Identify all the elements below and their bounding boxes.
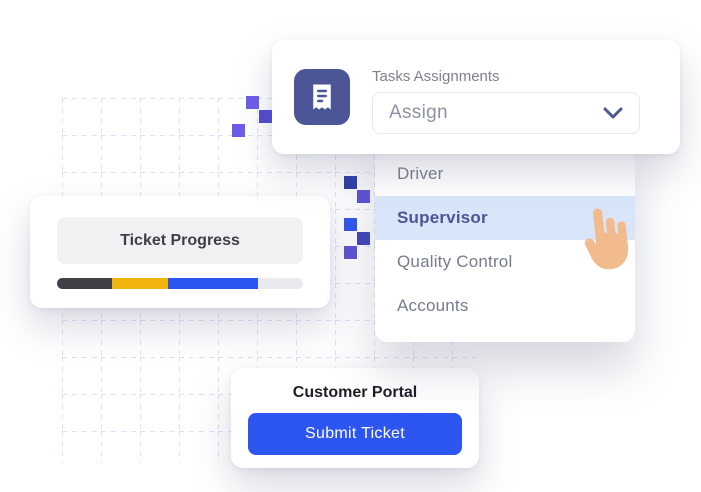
decor-square-3 xyxy=(344,176,357,189)
menu-item-driver[interactable]: Driver xyxy=(397,164,444,183)
hand-cursor-icon xyxy=(584,208,629,270)
receipt-ticket-icon xyxy=(313,84,331,110)
ticket-icon-box xyxy=(294,69,350,125)
menu-item-quality-control[interactable]: Quality Control xyxy=(397,252,513,271)
progress-segment-track xyxy=(258,278,303,289)
decor-square-0 xyxy=(246,96,259,109)
decor-square-1 xyxy=(259,110,272,123)
tasks-assignments-label: Tasks Assignments xyxy=(372,68,500,85)
assign-dropdown-value: Assign xyxy=(389,102,448,123)
ticket-progress-title: Ticket Progress xyxy=(57,217,303,264)
assign-dropdown[interactable]: Assign xyxy=(372,92,640,134)
ticket-progress-card: Ticket Progress xyxy=(30,196,330,308)
decor-square-7 xyxy=(344,246,357,259)
tasks-assignments-card: Tasks Assignments Assign xyxy=(272,40,680,154)
progress-segment-dark xyxy=(57,278,113,289)
ticket-progress-bar xyxy=(57,278,303,289)
decor-square-4 xyxy=(357,190,370,203)
chevron-down-icon xyxy=(603,107,623,119)
customer-portal-card: Customer Portal Submit Ticket xyxy=(231,368,479,468)
decor-square-2 xyxy=(232,124,245,137)
menu-item-accounts[interactable]: Accounts xyxy=(397,296,469,315)
decor-square-6 xyxy=(357,232,370,245)
menu-item-supervisor[interactable]: Supervisor xyxy=(375,196,635,240)
decor-square-5 xyxy=(344,218,357,231)
customer-portal-title: Customer Portal xyxy=(292,384,418,401)
progress-segment-yellow xyxy=(112,278,169,289)
progress-segment-blue xyxy=(168,278,259,289)
submit-ticket-button[interactable]: Submit Ticket xyxy=(248,413,462,455)
